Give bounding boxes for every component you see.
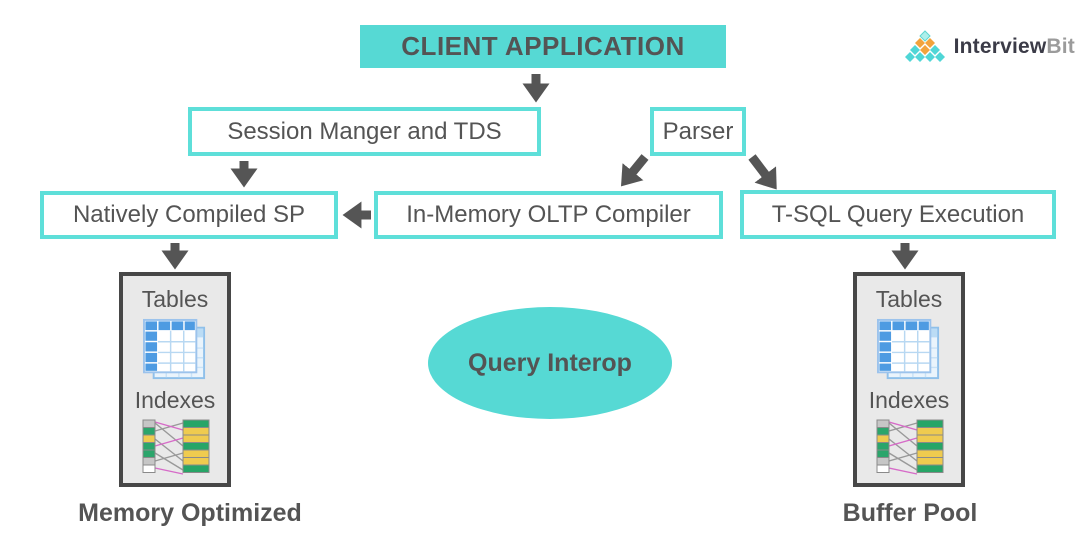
tables-label: Tables: [141, 286, 209, 312]
diamond-pyramid-logo-icon: [904, 30, 945, 62]
node-parser: Parser: [650, 107, 746, 156]
node-tsql-query-execution: T-SQL Query Execution: [740, 190, 1056, 239]
node-query-interop: Query Interop: [428, 307, 672, 419]
indexes-icon: [876, 419, 944, 475]
node-natively-compiled-sp: Natively Compiled SP: [40, 191, 338, 239]
tables-label: Tables: [875, 286, 943, 312]
memory-optimized-container: Tables: [119, 272, 231, 487]
node-in-memory-oltp-compiler: In-Memory OLTP Compiler: [374, 191, 723, 239]
arrow-parser-to-compiler: [621, 154, 649, 187]
arrow-parser-to-tsql: [748, 154, 777, 190]
interviewbit-logo: InterviewBit: [903, 30, 1075, 64]
buffer-pool-caption: Buffer Pool: [842, 499, 978, 527]
indexes-label: Indexes: [134, 387, 216, 413]
logo-wordmark: InterviewBit: [954, 35, 1075, 59]
node-client-application: CLIENT APPLICATION: [360, 25, 726, 68]
indexes-icon: [142, 419, 210, 475]
logo-text-primary: Interview: [953, 35, 1047, 58]
node-session-manager: Session Manger and TDS: [188, 107, 541, 156]
buffer-pool-container: Tables: [853, 272, 965, 487]
tables-icon: [143, 318, 206, 380]
tables-icon: [877, 318, 940, 380]
memory-optimized-caption: Memory Optimized: [78, 499, 302, 527]
indexes-label: Indexes: [868, 387, 950, 413]
logo-text-secondary: Bit: [1046, 35, 1075, 58]
